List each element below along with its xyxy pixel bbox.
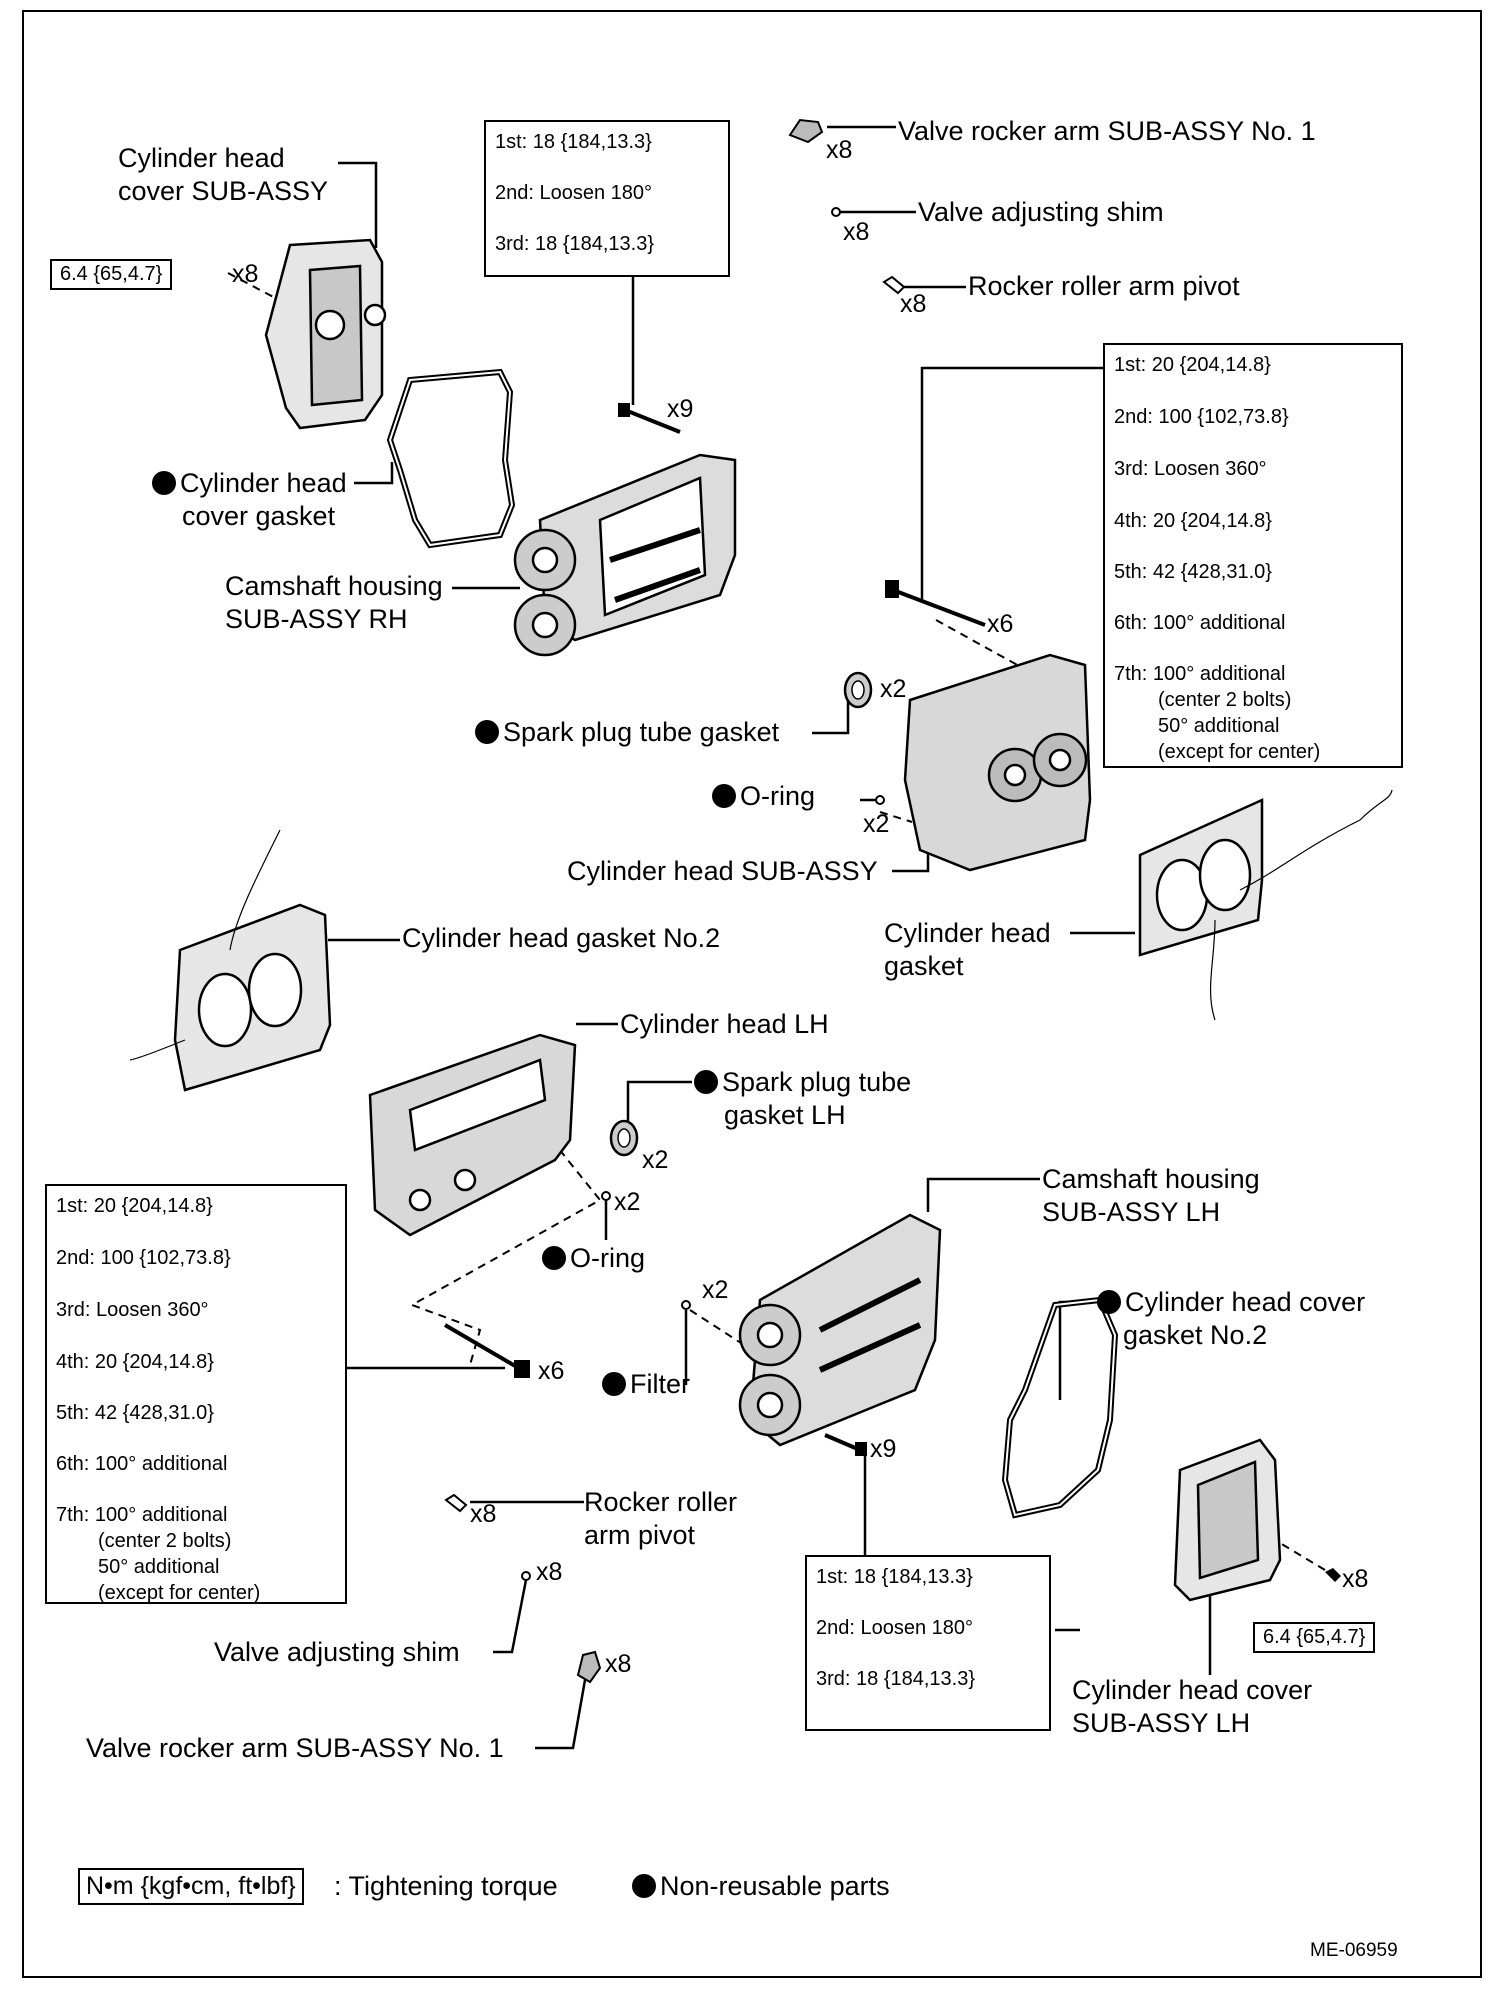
label-cylinder-head-sub-assy: Cylinder head SUB-ASSY <box>567 856 878 886</box>
non-reusable-icon <box>694 1070 718 1094</box>
label-cylinder-head-cover-lh: Cylinder head cover SUB-ASSY LH <box>1072 1675 1313 1738</box>
torque-box-camshaft-rh: 1st: 18 {184,13.3} 2nd: Loosen 180° 3rd:… <box>484 120 730 277</box>
diagram-frame <box>22 10 1482 1978</box>
label-spark-plug-tube-gasket-lh: Spark plug tube gasket LH <box>694 1066 911 1132</box>
label-spark-plug-tube-gasket: Spark plug tube gasket <box>475 716 779 749</box>
non-reusable-icon <box>632 1874 656 1898</box>
count-shim-top: x8 <box>843 218 870 246</box>
label-rocker-roller-arm-pivot-bottom: Rocker roller arm pivot <box>584 1487 738 1550</box>
count-cam-lh-bolts: x9 <box>870 1435 897 1463</box>
rocker-pivot-icon <box>882 275 906 295</box>
cylinder-head-lh <box>368 1033 577 1237</box>
label-valve-adjusting-shim-top: Valve adjusting shim <box>918 197 1164 227</box>
leader-torque-head-rh <box>920 366 1103 600</box>
leader-cover-gasket <box>354 462 394 485</box>
label-filter: Filter <box>602 1368 690 1401</box>
leader-shim-bottom <box>493 1579 528 1654</box>
torque-cover-lh: 6.4 {65,4.7} <box>1253 1622 1376 1653</box>
valve-rocker-arm-icon <box>788 118 824 144</box>
leader-spark-lh <box>626 1080 692 1128</box>
non-reusable-icon <box>475 720 499 744</box>
cylinder-head-gasket <box>1138 798 1264 957</box>
label-cylinder-head-cover-gasket-no2: Cylinder head cover gasket No.2 <box>1097 1286 1365 1352</box>
label-o-ring-top: O-ring <box>712 780 815 813</box>
label-valve-adjusting-shim-bottom: Valve adjusting shim <box>214 1637 460 1667</box>
cylinder-head-cover-lh <box>1173 1438 1282 1602</box>
count-rocker-top: x8 <box>826 136 853 164</box>
torque-box-head-lh: 1st: 20 {204,14.8} 2nd: 100 {102,73.8} 3… <box>45 1184 347 1604</box>
count-shim-bottom: x8 <box>536 1558 563 1586</box>
count-head-bolts-rh: x6 <box>987 610 1014 638</box>
figure-id: ME-06959 <box>1310 1940 1398 1961</box>
label-rocker-roller-arm-pivot-top: Rocker roller arm pivot <box>968 271 1240 301</box>
torque-box-camshaft-lh: 1st: 18 {184,13.3} 2nd: Loosen 180° 3rd:… <box>805 1555 1051 1731</box>
label-camshaft-housing-lh: Camshaft housing SUB-ASSY LH <box>1042 1164 1260 1227</box>
label-cylinder-head-cover-rh: Cylinder head cover SUB-ASSY <box>118 143 329 206</box>
legend-torque-units: N•m {kgf•cm, ft•lbf} <box>78 1868 304 1905</box>
label-valve-rocker-arm-top: Valve rocker arm SUB-ASSY No. 1 <box>898 116 1316 146</box>
non-reusable-icon <box>542 1246 566 1270</box>
legend-torque-text: : Tightening torque <box>334 1871 558 1901</box>
leader-cam-lh <box>926 1177 1040 1212</box>
camshaft-housing-rh <box>513 453 737 657</box>
label-camshaft-housing-rh: Camshaft housing SUB-ASSY RH <box>225 571 443 634</box>
non-reusable-icon <box>152 471 176 495</box>
count-cam-rh-bolts: x9 <box>667 395 694 423</box>
count-oring-lh: x2 <box>614 1188 641 1216</box>
cylinder-head-gasket-no2 <box>173 903 332 1092</box>
non-reusable-icon <box>1097 1290 1121 1314</box>
count-cover-rh-bolts: x8 <box>232 260 259 288</box>
leader-rocker-bottom <box>535 1679 587 1750</box>
leader-spark-rh <box>812 694 850 735</box>
count-pivot-top: x8 <box>900 290 927 318</box>
torque-box-head-rh: 1st: 20 {204,14.8} 2nd: 100 {102,73.8} 3… <box>1103 343 1403 768</box>
legend-nonreusable: Non-reusable parts <box>632 1870 890 1903</box>
count-rocker-bottom: x8 <box>605 1650 632 1678</box>
count-cover-lh-bolts: x8 <box>1342 1565 1369 1593</box>
non-reusable-icon <box>602 1372 626 1396</box>
count-pivot-bottom: x8 <box>470 1500 497 1528</box>
label-cylinder-head-lh: Cylinder head LH <box>620 1009 829 1039</box>
label-cylinder-head-gasket: Cylinder head gasket <box>884 918 1051 981</box>
camshaft-housing-lh <box>738 1213 942 1447</box>
leader-head-rh <box>892 850 930 873</box>
label-cylinder-head-gasket-no2: Cylinder head gasket No.2 <box>402 923 721 953</box>
non-reusable-icon <box>712 784 736 808</box>
label-cylinder-head-cover-gasket: Cylinder head cover gasket <box>152 467 347 533</box>
count-head-bolts-lh: x6 <box>538 1357 565 1385</box>
leader-cover-rh <box>338 161 378 248</box>
count-filter: x2 <box>702 1276 729 1304</box>
label-valve-rocker-arm-bottom: Valve rocker arm SUB-ASSY No. 1 <box>86 1733 504 1763</box>
cylinder-head-cover-rh <box>264 238 387 430</box>
count-oring-rh: x2 <box>863 810 890 838</box>
label-o-ring-bottom: O-ring <box>542 1242 645 1275</box>
valve-shim-icon <box>831 207 841 217</box>
count-spark-gasket-rh: x2 <box>880 675 907 703</box>
cylinder-head-rh <box>903 653 1092 872</box>
count-spark-gasket-lh: x2 <box>642 1146 669 1174</box>
torque-cover-rh: 6.4 {65,4.7} <box>50 259 173 290</box>
cylinder-head-cover-gasket <box>386 368 516 549</box>
